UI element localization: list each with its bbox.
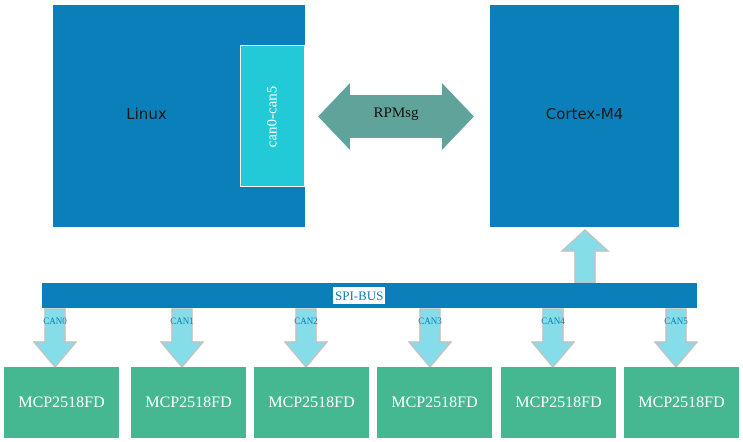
can-interface-label: can0-can5 [263, 85, 280, 147]
can3-label: CAN3 [418, 316, 442, 326]
cortex-m4-label: Cortex-M4 [545, 105, 624, 123]
rpmsg-arrow-shape [318, 83, 474, 150]
can4-label: CAN4 [541, 316, 565, 326]
rpmsg-label: RPMsg [373, 105, 419, 121]
can-interface-block [240, 45, 305, 187]
can4-arrow [531, 308, 575, 368]
cortex-m4-block [490, 5, 679, 227]
bus-to-cortex-arrow [560, 229, 610, 284]
rpmsg-double-arrow [318, 83, 474, 150]
mcp2518fd-device-2: MCP2518FD [254, 367, 369, 438]
can5-label: CAN5 [664, 316, 688, 326]
can5-arrow [654, 308, 698, 368]
can2-arrow [284, 308, 328, 368]
can0-arrow [33, 308, 77, 368]
can1-arrow [160, 308, 204, 368]
mcp2518fd-device-3: MCP2518FD [377, 367, 492, 438]
can0-label: CAN0 [43, 316, 67, 326]
linux-label: Linux [126, 105, 167, 123]
can1-label: CAN1 [170, 316, 194, 326]
mcp2518fd-device-1: MCP2518FD [131, 367, 246, 438]
up-arrow-shape [560, 229, 610, 284]
can3-arrow [408, 308, 452, 368]
spi-bus-label: SPI-BUS [333, 287, 386, 304]
mcp2518fd-device-5: MCP2518FD [624, 367, 739, 438]
mcp2518fd-device-0: MCP2518FD [4, 367, 119, 438]
can2-label: CAN2 [294, 316, 318, 326]
mcp2518fd-device-4: MCP2518FD [501, 367, 616, 438]
